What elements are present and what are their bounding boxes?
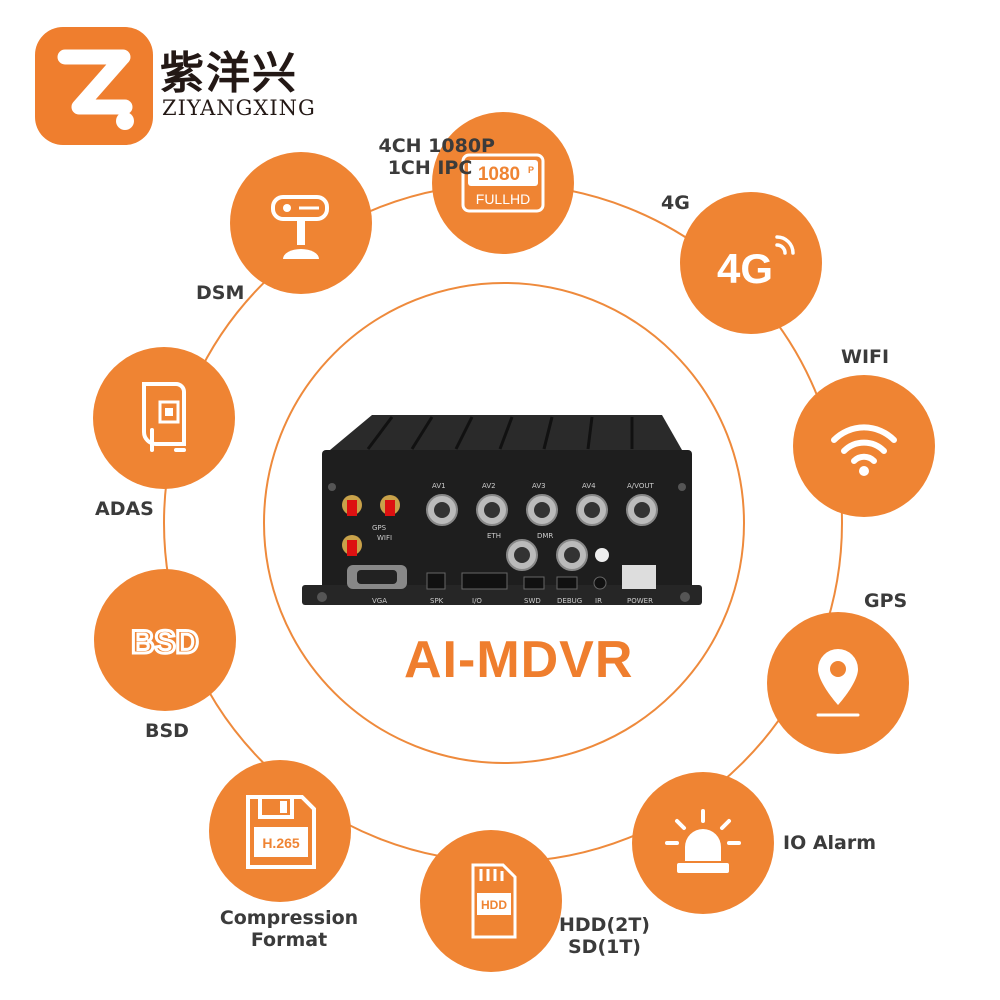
badge-hdd: HDD xyxy=(481,898,507,912)
panel-vga: VGA xyxy=(372,597,387,605)
panel-debug: DEBUG xyxy=(557,597,582,605)
label-hdd-line2: SD(1T) xyxy=(567,936,641,958)
badge-4g: 4G xyxy=(717,245,773,292)
label-compression-line2: Format xyxy=(250,929,328,951)
panel-gps: GPS xyxy=(372,524,387,532)
feature-wifi xyxy=(793,375,935,517)
panel-dmr: DMR xyxy=(537,532,553,540)
gps-pin-icon xyxy=(816,649,860,717)
label-compression: Compression Format xyxy=(214,907,364,951)
panel-spk: SPK xyxy=(430,597,444,605)
label-bsd: BSD xyxy=(145,720,189,742)
label-wifi: WIFI xyxy=(841,346,890,368)
panel-ir: IR xyxy=(595,597,602,605)
label-ipc: 4CH 1080P 1CH IPC xyxy=(345,135,496,179)
label-compression-line1: Compression xyxy=(219,907,359,929)
badge-fullhd: FULLHD xyxy=(476,191,530,207)
label-hdd: HDD(2T) SD(1T) xyxy=(559,914,650,958)
z-logo-icon xyxy=(57,49,134,130)
bsd-icon: BSD xyxy=(130,623,201,662)
feature-adas xyxy=(93,347,235,489)
panel-avout: A/VOUT xyxy=(627,482,654,490)
brand-name-cn: 紫洋兴 xyxy=(160,48,298,99)
mdvr-device-image: GPS WIFI AV1 AV2 AV3 AV4 A/VOUT ETH DMR … xyxy=(302,415,702,605)
feature-4g: 4G xyxy=(680,192,822,334)
panel-io: I/O xyxy=(472,597,482,605)
panel-power: POWER xyxy=(627,597,653,605)
floppy-h265-icon: H.265 xyxy=(246,795,316,869)
feature-ipc: 1080 P FULLHD xyxy=(432,112,574,254)
badge-bsd: BSD xyxy=(131,624,199,660)
4g-icon: 4G xyxy=(717,235,795,292)
badge-h265: H.265 xyxy=(262,835,300,851)
panel-wifi: WIFI xyxy=(377,534,392,542)
brand-logo xyxy=(35,27,153,145)
label-ipc-line1: 4CH 1080P xyxy=(378,135,496,157)
panel-av4: AV4 xyxy=(582,482,596,490)
wifi-icon xyxy=(831,424,897,476)
adas-camera-icon xyxy=(142,382,186,452)
panel-swd: SWD xyxy=(524,597,541,605)
1080p-fullhd-icon: 1080 P FULLHD xyxy=(461,153,545,213)
brand-name-en: ZIYANGXING xyxy=(162,96,316,120)
label-4g: 4G xyxy=(661,192,690,214)
feature-dsm xyxy=(230,152,372,294)
feature-io xyxy=(632,772,774,914)
product-name: AI-MDVR xyxy=(404,631,634,689)
panel-eth: ETH xyxy=(487,532,501,540)
badge-1080: 1080 xyxy=(478,164,520,185)
panel-av2: AV2 xyxy=(482,482,496,490)
alarm-light-icon xyxy=(665,809,741,873)
label-hdd-line1: HDD(2T) xyxy=(559,914,650,936)
feature-compression: H.265 xyxy=(209,760,351,902)
panel-av1: AV1 xyxy=(432,482,446,490)
feature-hdd: HDD xyxy=(420,830,562,972)
badge-p: P xyxy=(528,165,534,175)
label-adas: ADAS xyxy=(95,498,154,520)
feature-bsd: BSD xyxy=(94,569,236,711)
label-gps: GPS xyxy=(864,590,908,612)
label-io: IO Alarm xyxy=(783,832,877,854)
label-dsm: DSM xyxy=(196,282,245,304)
feature-gps xyxy=(767,612,909,754)
label-ipc-line2: 1CH IPC xyxy=(387,157,473,179)
inner-ring xyxy=(263,282,745,764)
panel-av3: AV3 xyxy=(532,482,546,490)
dsm-camera-icon xyxy=(271,195,329,259)
hdd-sd-card-icon: HDD xyxy=(471,863,517,939)
